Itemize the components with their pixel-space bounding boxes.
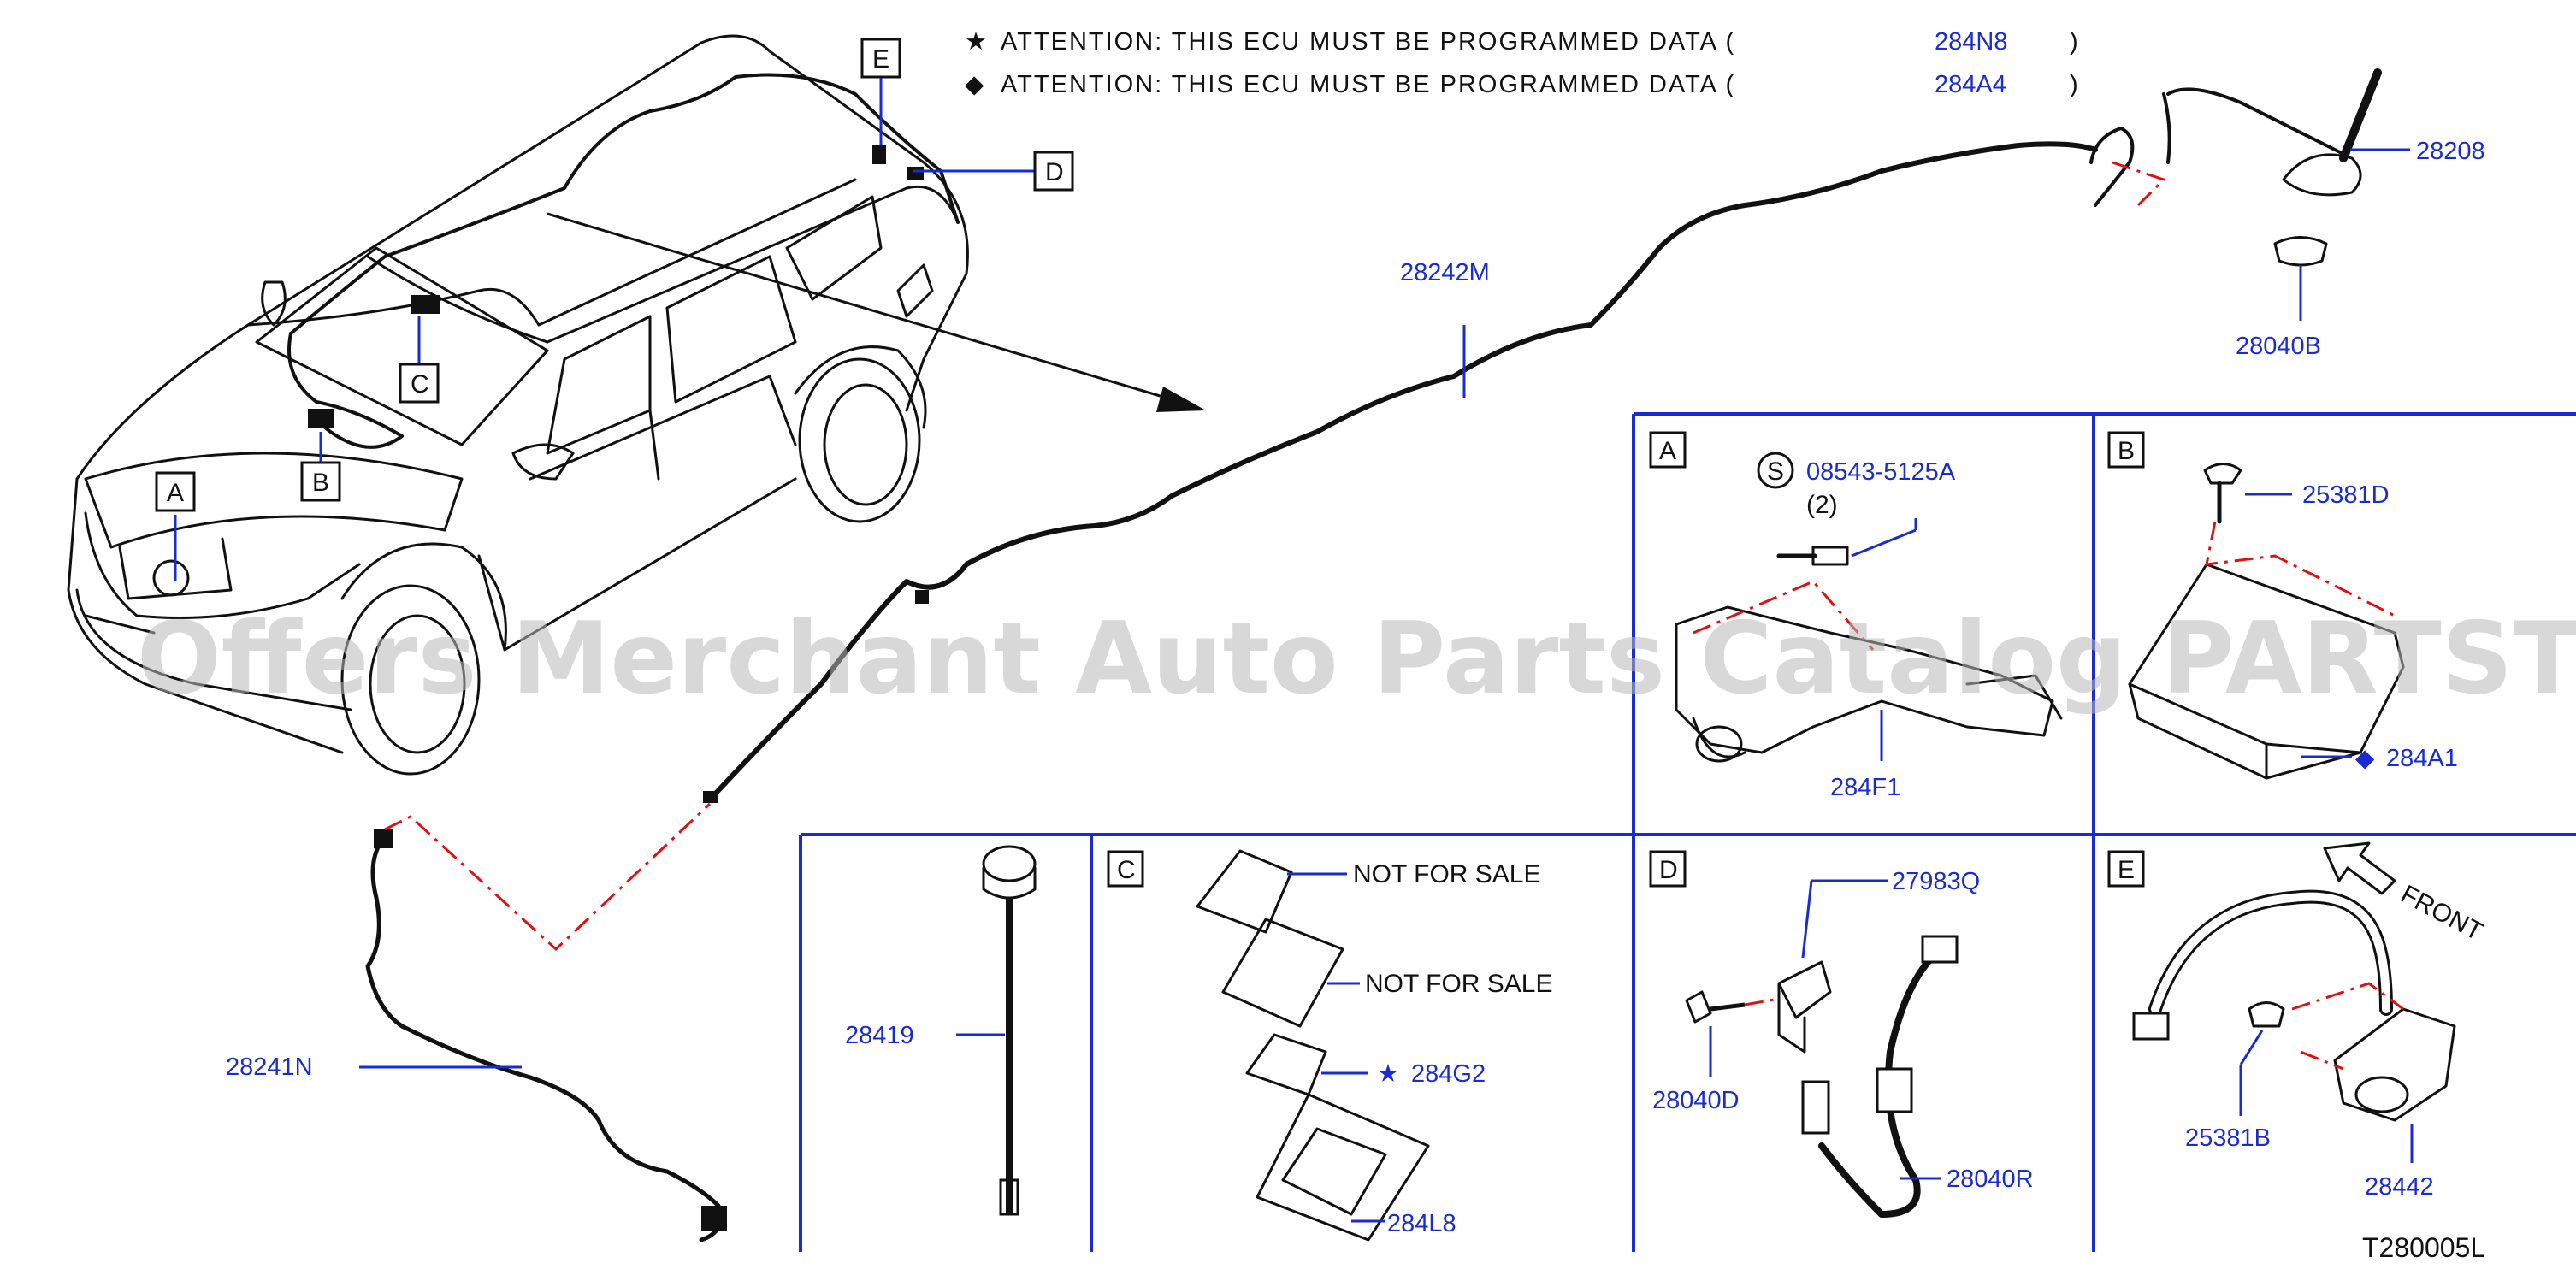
panel-b: B 25381D ◆ 284A1: [2107, 431, 2458, 780]
front-label: FRONT: [2396, 880, 2488, 947]
vehicle-callouts: A B C D E: [155, 38, 1074, 581]
attention-close-1: ): [2070, 28, 2080, 56]
panel-d-letter: D: [1659, 856, 1678, 884]
part-label-28040r[interactable]: 28040R: [1947, 1166, 2034, 1193]
callout-box-d[interactable]: [1033, 151, 1074, 192]
ecu-symbol: ◆: [2355, 745, 2375, 772]
part-label-284f1[interactable]: 284F1: [1830, 774, 1900, 801]
callout-box-c[interactable]: [399, 363, 440, 404]
part-label-28040b[interactable]: 28040B: [2236, 333, 2321, 360]
callout-box-b[interactable]: [300, 461, 341, 502]
panel-c-tag: [1107, 850, 1144, 888]
attention-text-1: ATTENTION: THIS ECU MUST BE PROGRAMMED D…: [1001, 28, 1735, 56]
attention-code-1[interactable]: 284N8: [1935, 28, 2007, 56]
part-label-27983q[interactable]: 27983Q: [1892, 868, 1980, 895]
attention-notes: ★ ATTENTION: THIS ECU MUST BE PROGRAMMED…: [965, 28, 2080, 98]
callout-label-a: A: [167, 479, 184, 507]
panel-c-nfs1: NOT FOR SALE: [1353, 860, 1541, 888]
grommet-28040b: 28040B: [2236, 236, 2328, 360]
callout-label-e: E: [872, 45, 889, 74]
front-arrow-icon: [2323, 841, 2396, 895]
part-label-28419[interactable]: 28419: [845, 1022, 914, 1049]
panel-a-tag: [1649, 431, 1687, 469]
vehicle-harness: [287, 73, 960, 449]
part-label-284a1[interactable]: 284A1: [2386, 745, 2458, 772]
antenna-assembly: 28208: [2089, 68, 2485, 207]
panel-e-tag: [2107, 850, 2145, 888]
callout-label-d: D: [1045, 158, 1064, 186]
panel-b-letter: B: [2118, 437, 2135, 465]
panel-a-letter: A: [1659, 437, 1676, 465]
panel-e: E FRONT 25381B 28442: [2107, 841, 2488, 1201]
part-label-28208[interactable]: 28208: [2416, 138, 2485, 165]
part-label-25381d[interactable]: 25381D: [2302, 481, 2390, 509]
watermark: Offers Merchant Auto Parts Catalog PARTS…: [137, 601, 2576, 717]
panel-c: C NOT FOR SALE NOT FOR SALE ★ 284G2 284L…: [1107, 849, 1553, 1242]
attention-code-2[interactable]: 284A4: [1935, 71, 2006, 98]
part-label-28241n[interactable]: 28241N: [226, 1054, 313, 1081]
attention-symbol-1: ★: [965, 28, 989, 56]
part-label-284g2[interactable]: 284G2: [1411, 1060, 1486, 1088]
panel-d: D 27983Q 28040D 28040R: [1649, 850, 2034, 1218]
attention-symbol-2: ◆: [965, 71, 985, 98]
harness-28241n: 28241N: [226, 802, 727, 1242]
harness-28242m: 28242M: [703, 141, 2098, 803]
panel-a-qty: (2): [1806, 491, 1838, 519]
part-label-28442[interactable]: 28442: [2365, 1173, 2434, 1201]
part-label-284l8[interactable]: 284L8: [1387, 1210, 1456, 1237]
panel-grid: [799, 412, 2576, 1252]
panel-b-tag: [2107, 431, 2145, 469]
panel-a-screw-symbol: S: [1767, 457, 1784, 486]
callout-label-c: C: [411, 370, 429, 398]
diagram-code: T280005L: [2362, 1232, 2485, 1263]
vehicle-illustration: [67, 34, 969, 776]
star-symbol: ★: [1377, 1060, 1399, 1088]
attention-close-2: ): [2070, 71, 2080, 98]
part-label-28242m[interactable]: 28242M: [1400, 259, 1490, 286]
screw-symbol-icon: [1757, 452, 1794, 489]
callout-label-b: B: [312, 469, 329, 497]
callout-box-e[interactable]: [860, 38, 901, 79]
panel-a: A S 08543-5125A (2) 284F1: [1649, 431, 2063, 801]
panel-rod: 28419: [845, 845, 1037, 1216]
panel-d-tag: [1649, 850, 1687, 888]
part-label-28040d[interactable]: 28040D: [1652, 1087, 1740, 1114]
direction-arrow: [547, 212, 1206, 412]
panel-e-letter: E: [2118, 856, 2135, 884]
panel-c-nfs2: NOT FOR SALE: [1365, 970, 1553, 998]
part-label-25381b[interactable]: 25381B: [2185, 1124, 2271, 1152]
attention-text-2: ATTENTION: THIS ECU MUST BE PROGRAMMED D…: [1001, 71, 1735, 98]
panel-c-letter: C: [1117, 856, 1136, 884]
callout-box-a[interactable]: [155, 471, 196, 512]
part-label-08543-5125a[interactable]: 08543-5125A: [1806, 458, 1956, 486]
